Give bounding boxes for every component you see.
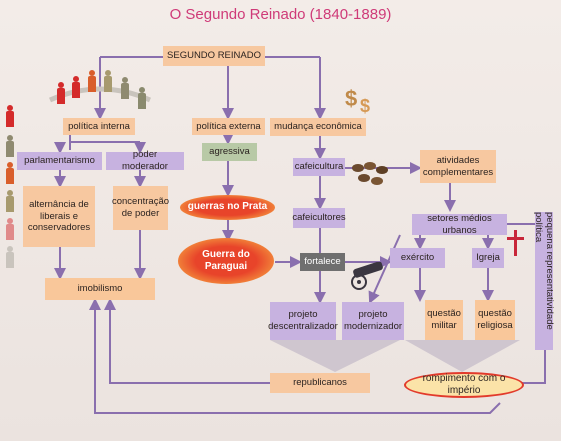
node-guerra-paraguai: Guerra do Paraguai <box>178 238 274 284</box>
node-questao-religiosa: questão religiosa <box>475 300 515 340</box>
node-cafeicultura: cafeicultura <box>293 158 345 176</box>
node-projeto-descentralizador: projeto descentralizador <box>268 302 338 340</box>
node-politica-externa: política externa <box>192 118 265 135</box>
node-alternancia: alternância de liberais e conservadores <box>23 186 95 247</box>
node-republicanos: republicanos <box>270 373 370 393</box>
node-agressiva: agressiva <box>202 143 257 161</box>
dollar-icon: $ <box>345 86 358 111</box>
node-parlamentarismo: parlamentarismo <box>17 152 102 170</box>
node-fortalece: fortalece <box>300 253 345 271</box>
cannon-icon <box>351 262 383 290</box>
dollar-icon: $ <box>360 96 371 116</box>
node-guerras-prata: guerras no Prata <box>180 195 275 220</box>
node-projeto-modernizador: projeto modernizador <box>342 302 404 340</box>
node-politica-interna: política interna <box>63 118 135 135</box>
cross-icon <box>507 230 524 256</box>
node-exercito: exército <box>390 248 445 268</box>
node-poder-moderador: poder moderador <box>106 149 184 172</box>
node-atividades: atividades complementares <box>420 150 496 183</box>
node-questao-militar: questão militar <box>425 300 463 340</box>
node-igreja: Igreja <box>472 248 504 268</box>
node-setores-medios: setores médios urbanos <box>412 213 507 236</box>
node-rompimento: rompimento com o império <box>404 372 524 398</box>
node-segundo-reinado: SEGUNDO REINADO <box>163 46 265 66</box>
node-cafeicultores: cafeicultores <box>292 208 346 228</box>
node-mudanca-economica: mudança econômica <box>270 118 366 136</box>
node-concentracao: concentração de poder <box>112 186 169 230</box>
node-representatividade: pequena representatividade política <box>533 212 555 350</box>
coffee-beans-icon <box>352 162 388 185</box>
node-imobilismo: imobilismo <box>45 278 155 300</box>
page-title: O Segundo Reinado (1840-1889) <box>169 6 392 23</box>
